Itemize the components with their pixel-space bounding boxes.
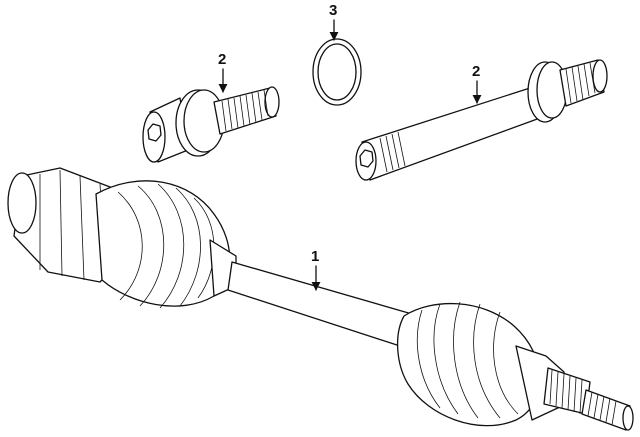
callout-2-stud: 2 bbox=[472, 63, 482, 104]
o-ring-part bbox=[312, 38, 362, 106]
callout-2-bolt: 2 bbox=[218, 51, 228, 93]
callout-3: 3 bbox=[329, 2, 339, 41]
axle-shaft-part bbox=[7, 167, 634, 431]
callout-label-3: 3 bbox=[329, 2, 337, 19]
callout-label-2-bolt: 2 bbox=[218, 51, 226, 68]
bolt-part bbox=[142, 86, 280, 163]
callout-label-1: 1 bbox=[311, 248, 319, 265]
callout-1: 1 bbox=[311, 248, 321, 291]
stud-part bbox=[355, 59, 608, 181]
callout-label-2-stud: 2 bbox=[472, 63, 480, 80]
